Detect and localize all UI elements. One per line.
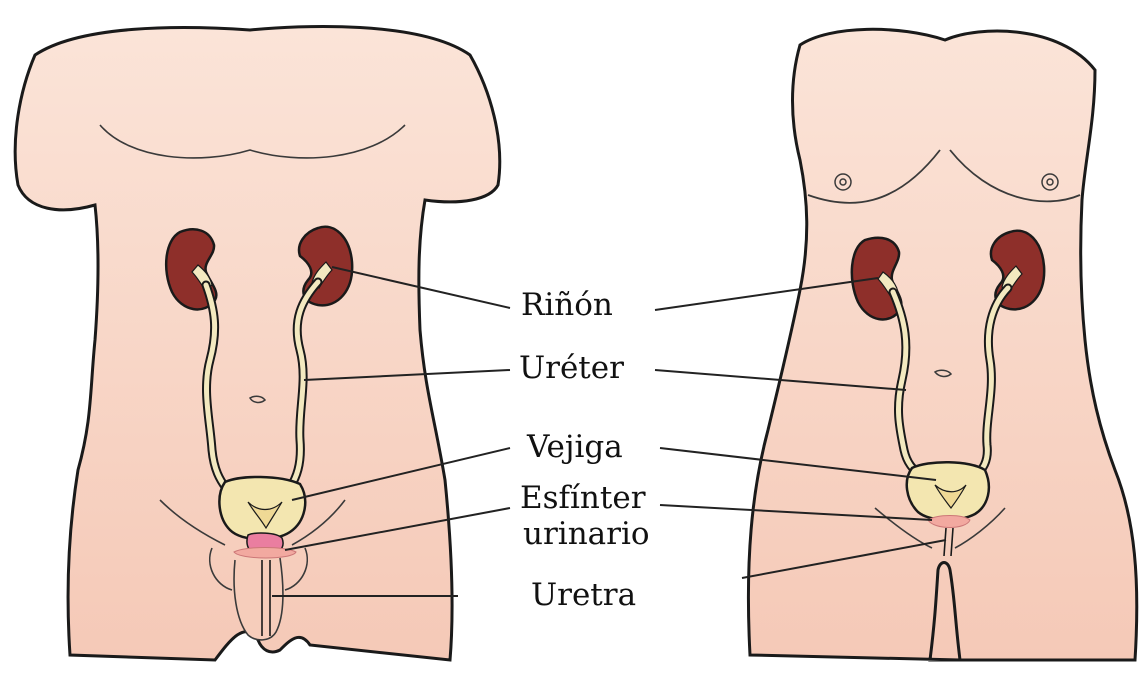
label-sphincter-line2: urinario [523, 519, 650, 550]
male-torso [15, 26, 500, 660]
label-urethra: Uretra [531, 580, 636, 611]
label-ureter: Uréter [519, 353, 624, 384]
label-sphincter-line1: Esfínter [520, 483, 646, 514]
label-bladder: Vejiga [527, 432, 623, 463]
label-kidney: Riñón [521, 290, 613, 321]
male-bladder [219, 477, 305, 539]
